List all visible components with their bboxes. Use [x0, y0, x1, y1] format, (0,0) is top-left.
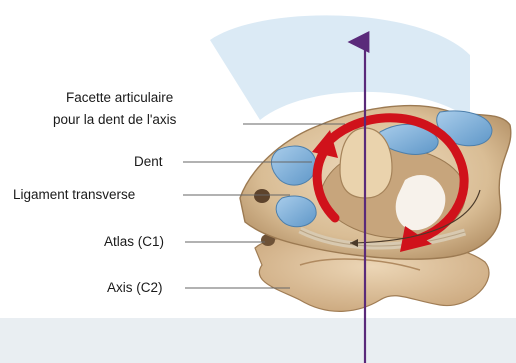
- label-facette-line1: Facette articulaire: [66, 89, 173, 106]
- label-facette-line2: pour la dent de l'axis: [53, 111, 176, 128]
- footer-band: [0, 318, 516, 363]
- label-ligament-transverse: Ligament transverse: [13, 186, 135, 203]
- watermark-shape: [210, 15, 470, 120]
- label-dent: Dent: [134, 153, 163, 170]
- label-atlas-c1: Atlas (C1): [104, 233, 164, 250]
- label-axis-c2: Axis (C2): [107, 279, 163, 296]
